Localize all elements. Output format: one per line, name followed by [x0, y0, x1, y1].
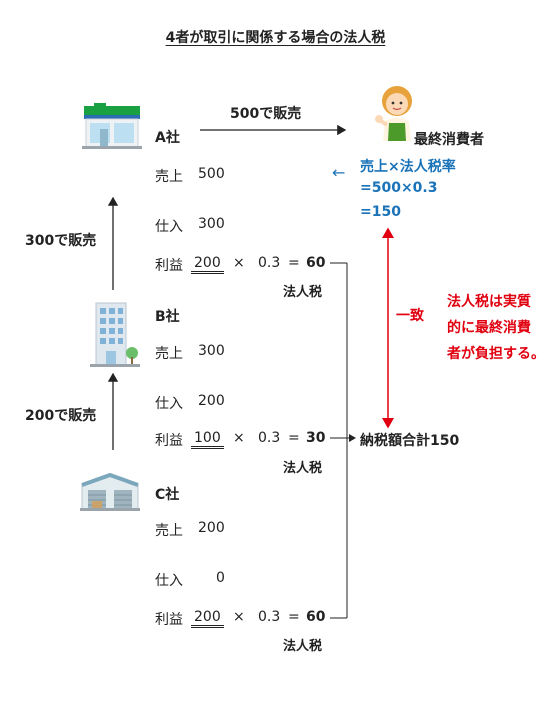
a-tax: 60 [306, 255, 326, 271]
b-equals: = [288, 430, 300, 446]
a-tax-label: 法人税 [283, 285, 323, 300]
a-sales-label: 売上 [155, 169, 183, 185]
b-purchase-label: 仕入 [155, 396, 183, 412]
company-name-a: A社 [155, 130, 180, 146]
sale-label-c-b: 200で販売 [25, 408, 97, 424]
c-purchase-value: 0 [216, 570, 225, 586]
c-equals: = [288, 609, 300, 625]
formula-line-3: =150 [360, 204, 401, 220]
c-sales-label: 売上 [155, 523, 183, 539]
consumer-icon [375, 86, 412, 141]
consumer-label: 最終消費者 [414, 132, 484, 148]
c-sales-value: 200 [198, 520, 225, 536]
formula-line-1: 売上×法人税率 [360, 159, 456, 175]
note-line-1: 法人税は実質 [447, 294, 531, 310]
a-rate: 0.3 [258, 255, 281, 271]
c-profit-value: 200 [191, 609, 224, 628]
note-line-2: 的に最終消費 [447, 320, 531, 336]
company-name-b: B社 [155, 309, 180, 325]
a-purchase-value: 300 [198, 216, 225, 232]
a-times: × [233, 255, 245, 271]
a-purchase-label: 仕入 [155, 219, 183, 235]
a-sales-value: 500 [198, 166, 225, 182]
b-rate: 0.3 [258, 430, 281, 446]
b-times: × [233, 430, 245, 446]
sale-label-a-consumer: 500で販売 [230, 106, 302, 122]
left-arrow-icon: ← [332, 163, 346, 182]
store-icon [82, 103, 142, 149]
total-tax: 納税額合計150 [360, 433, 460, 449]
sale-label-b-a: 300で販売 [25, 233, 97, 249]
c-profit-label: 利益 [155, 612, 183, 628]
warehouse-icon [80, 473, 140, 511]
agreement-label: 一致 [396, 308, 424, 324]
a-profit-label: 利益 [155, 258, 183, 274]
b-tax: 30 [306, 430, 326, 446]
note-line-3: 者が負担する。 [447, 346, 545, 362]
b-sales-value: 300 [198, 343, 225, 359]
b-profit-value: 100 [191, 430, 224, 449]
company-name-c: C社 [155, 487, 180, 503]
page-title: 4者が取引に関係する場合の法人税 [165, 30, 386, 46]
a-equals: = [288, 255, 300, 271]
c-purchase-label: 仕入 [155, 573, 183, 589]
formula-line-2: =500×0.3 [360, 180, 438, 196]
c-rate: 0.3 [258, 609, 281, 625]
a-profit-value: 200 [191, 255, 224, 274]
c-times: × [233, 609, 245, 625]
b-sales-label: 売上 [155, 346, 183, 362]
building-icon [90, 302, 140, 367]
b-profit-label: 利益 [155, 433, 183, 449]
c-tax: 60 [306, 609, 326, 625]
b-purchase-value: 200 [198, 393, 225, 409]
b-tax-label: 法人税 [283, 461, 323, 476]
c-tax-label: 法人税 [283, 639, 323, 654]
